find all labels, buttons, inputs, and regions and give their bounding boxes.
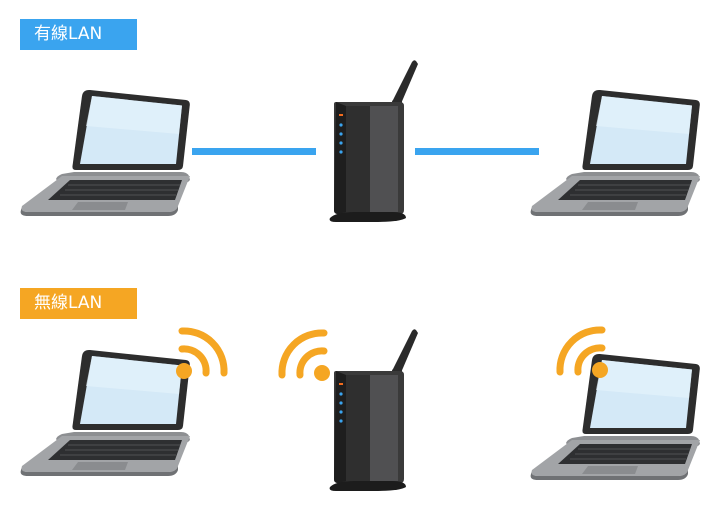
wifi-signal-icon-right [560,330,608,378]
cable-line-right [415,148,539,155]
wired-laptop-right [530,89,701,217]
wireless-laptop-left [20,349,191,477]
cable-line-left [192,148,316,155]
wired-laptop-left [20,89,191,217]
wireless-laptop-right [530,353,701,481]
wired-router [329,60,418,223]
wireless-lan-label: 無線LAN [20,288,137,319]
wireless-router [329,329,418,491]
wifi-signal-icon-left [176,331,224,379]
wifi-signal-icon-router [282,333,330,381]
wired-lan-label: 有線LAN [20,19,137,50]
